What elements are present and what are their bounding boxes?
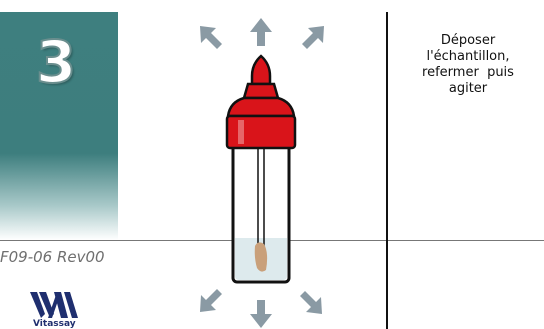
- instruction-text: Déposer l'échantillon, refermer puis agi…: [398, 33, 538, 97]
- vitassay-logo: [30, 292, 78, 318]
- instruction-line: refermer puis: [422, 65, 514, 80]
- logo-text: Vitassay: [33, 319, 76, 329]
- tube: [231, 140, 291, 284]
- arrow-up-icon: [250, 18, 272, 46]
- arrow-down-icon: [250, 300, 272, 328]
- reference-code: F09-06 Rev00: [0, 248, 105, 266]
- instruction-line: l'échantillon,: [426, 49, 510, 64]
- shake-arrows-top: [200, 18, 324, 49]
- instruction-line: Déposer: [440, 33, 496, 48]
- arrow-down-right-icon: [300, 291, 322, 314]
- arrow-up-right-icon: [302, 26, 324, 49]
- sample-tube-illustration: [200, 18, 324, 328]
- instruction-line: agiter: [448, 81, 488, 96]
- tube-cap: [225, 54, 297, 150]
- arrow-down-left-icon: [200, 289, 222, 312]
- step-panel: 3: [0, 12, 118, 240]
- step-number: 3: [35, 27, 77, 97]
- arrow-up-left-icon: [200, 26, 222, 49]
- shake-arrows-bottom: [200, 289, 322, 328]
- vertical-divider: [386, 12, 388, 329]
